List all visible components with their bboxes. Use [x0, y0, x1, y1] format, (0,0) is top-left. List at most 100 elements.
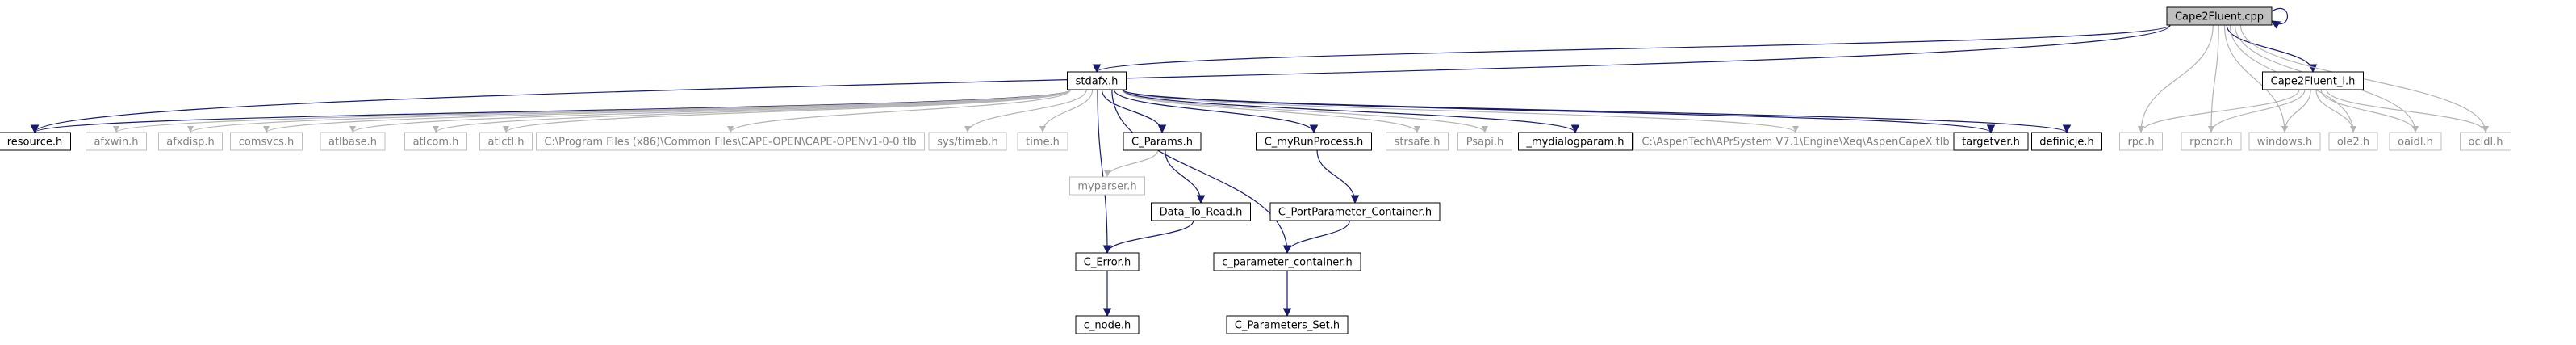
- node-box-mydialogparam_h: [1518, 132, 1633, 151]
- node-box-afxdisp_h: [158, 132, 223, 151]
- node-time_h: time.h: [1017, 132, 1068, 151]
- node-box-c_myrunprocess_h: [1256, 132, 1372, 151]
- node-targetver_h[interactable]: targetver.h: [1953, 132, 2029, 151]
- node-label-ocidl_h: ocidl.h: [2469, 137, 2503, 149]
- node-label-ole2_h: ole2.h: [2337, 137, 2369, 149]
- edge-stdafx_h-to-sys_timeb_h: [967, 89, 1087, 133]
- edge-arrowhead-cape2fluent_i_h-to-ole2_h: [2350, 126, 2356, 133]
- node-c_error_h[interactable]: C_Error.h: [1075, 252, 1140, 271]
- node-box-c_portparameter_container_h: [1269, 202, 1441, 221]
- edge-stdafx_h-to-definicje_h: [1122, 89, 2071, 134]
- edge-stdafx_h-to-afxdisp_h: [190, 89, 1072, 133]
- node-label-mydialogparam_h: _mydialogparam.h: [1525, 137, 1624, 149]
- edge-cape2fluent_cpp-to-stdafx_h: [1093, 24, 2171, 74]
- node-atlctl_h: atlctl.h: [479, 132, 533, 151]
- node-c_parameters_set_h[interactable]: C_Parameters_Set.h: [1226, 315, 1349, 334]
- edge-cape2fluent_i_h-to-rpcndr_h: [2210, 89, 2306, 133]
- node-label-stdafx_h: stdafx.h: [1076, 76, 1119, 88]
- node-box-targetver_h: [1953, 132, 2029, 151]
- node-cape2fluent_i_h[interactable]: Cape2Fluent_i.h: [2262, 71, 2364, 90]
- edge-stdafx_h-to-aspencapex_tlb: [1122, 89, 1796, 133]
- node-psapi_h: Psapi.h: [1457, 132, 1512, 151]
- node-box-windows_h: [2248, 132, 2321, 151]
- node-atlcom_h: atlcom.h: [404, 132, 467, 151]
- node-rpc_h: rpc.h: [2119, 132, 2163, 151]
- edge-stdafx_h-to-targetver_h: [1122, 89, 1996, 134]
- node-label-resource_h: resource.h: [7, 137, 63, 149]
- edge-cape2fluent_i_h-to-rpc_h: [2140, 89, 2300, 133]
- edge-c_portparameter_container_h-to-c_parameter_container_h: [1282, 220, 1350, 255]
- node-box-strsafe_h: [1386, 132, 1449, 151]
- node-box-atlcom_h: [404, 132, 467, 151]
- node-label-targetver_h: targetver.h: [1962, 137, 2020, 149]
- node-mydialogparam_h[interactable]: _mydialogparam.h: [1518, 132, 1633, 151]
- node-box-cape2fluent_i_h: [2262, 71, 2364, 90]
- node-c_node_h[interactable]: c_node.h: [1075, 315, 1140, 334]
- node-label-data_to_read_h: Data_To_Read.h: [1160, 207, 1243, 219]
- node-data_to_read_h[interactable]: Data_To_Read.h: [1151, 202, 1251, 221]
- node-stdafx_h[interactable]: stdafx.h: [1067, 71, 1127, 90]
- node-c_myrunprocess_h[interactable]: C_myRunProcess.h: [1256, 132, 1372, 151]
- node-definicje_h[interactable]: definicje.h: [2031, 132, 2102, 151]
- node-strsafe_h: strsafe.h: [1386, 132, 1449, 151]
- edge-cape2fluent_i_h-to-ole2_h: [2315, 89, 2354, 133]
- node-cape2fluent_cpp[interactable]: Cape2Fluent.cpp: [2166, 6, 2273, 26]
- edge-data_to_read_h-to-c_error_h: [1102, 220, 1194, 255]
- edge-arrowhead-stdafx_h-to-atlctl_h: [503, 126, 509, 133]
- node-box-c_parameter_container_h: [1213, 252, 1361, 271]
- edge-c_params_h-to-myparser_h: [1106, 149, 1159, 178]
- node-resource_h[interactable]: resource.h: [0, 132, 71, 151]
- node-box-resource_h: [0, 132, 71, 151]
- node-label-definicje_h: definicje.h: [2039, 137, 2093, 149]
- node-box-stdafx_h: [1067, 71, 1127, 90]
- edge-stdafx_h-to-strsafe_h: [1122, 89, 1418, 133]
- node-c_parameter_container_h[interactable]: c_parameter_container.h: [1213, 252, 1361, 271]
- node-label-strsafe_h: strsafe.h: [1395, 137, 1441, 149]
- node-label-c_parameters_set_h: C_Parameters_Set.h: [1235, 320, 1340, 332]
- edge-c_myrunprocess_h-to-c_portparameter_container_h: [1316, 149, 1360, 204]
- node-label-cape2fluent_cpp: Cape2Fluent.cpp: [2175, 11, 2264, 23]
- node-aspencapex_tlb: C:\AspenTech\APrSystem V7.1\Engine\Xeq\A…: [1633, 132, 1958, 151]
- edge-stdafx_h-to-afxwin_h: [115, 89, 1072, 133]
- node-label-time_h: time.h: [1026, 137, 1060, 149]
- edge-stdafx_h-to-c_myrunprocess_h: [1113, 89, 1319, 134]
- edge-stdafx_h-to-c_error_h: [1097, 89, 1112, 255]
- edge-arrowhead-stdafx_h-to-aspencapex_tlb: [1792, 126, 1799, 133]
- node-box-c_node_h: [1075, 315, 1140, 334]
- node-box-oaidl_h: [2389, 132, 2442, 151]
- node-label-windows_h: windows.h: [2257, 137, 2312, 149]
- edge-arrowhead-stdafx_h-to-strsafe_h: [1414, 126, 1420, 133]
- node-label-rpc_h: rpc.h: [2127, 137, 2154, 149]
- edge-stdafx_h-to-psapi_h: [1122, 89, 1486, 133]
- node-box-atlbase_h: [320, 132, 386, 151]
- edge-arrowhead-cape2fluent_i_h-to-rpcndr_h: [2208, 126, 2214, 133]
- node-box-rpcndr_h: [2181, 132, 2242, 151]
- node-label-comsvcs_h: comsvcs.h: [239, 137, 295, 149]
- node-label-oaidl_h: oaidl.h: [2398, 137, 2433, 149]
- node-sys_timeb_h: sys/timeb.h: [928, 132, 1007, 151]
- node-atlbase_h: atlbase.h: [320, 132, 386, 151]
- edge-stdafx_h-to-c_parameter_container_h: [1111, 89, 1292, 255]
- node-box-comsvcs_h: [230, 132, 303, 151]
- node-label-c_node_h: c_node.h: [1084, 320, 1131, 332]
- edge-arrowhead-stdafx_h-to-comsvcs_h: [263, 126, 270, 133]
- node-label-atlcom_h: atlcom.h: [413, 137, 459, 149]
- edge-stdafx_h-to-cape_open_tlb: [730, 89, 1072, 133]
- edge-arrowhead-stdafx_h-to-atlcom_h: [433, 126, 439, 133]
- edge-cape2fluent_i_h-to-ocidl_h: [2326, 89, 2486, 133]
- node-label-c_myrunprocess_h: C_myRunProcess.h: [1265, 137, 1364, 149]
- node-box-ole2_h: [2328, 132, 2378, 151]
- node-c_portparameter_container_h[interactable]: C_PortParameter_Container.h: [1269, 202, 1441, 221]
- edge-cape2fluent_cpp-to-cape2fluent_i_h: [2226, 24, 2318, 74]
- edge-cape2fluent_cpp-to-rpc_h: [2140, 24, 2214, 133]
- edge-stdafx_h-to-atlbase_h: [352, 89, 1072, 133]
- node-label-c_params_h: C_Params.h: [1131, 137, 1193, 149]
- node-box-ocidl_h: [2460, 132, 2511, 151]
- edge-stdafx_h-to-comsvcs_h: [266, 89, 1072, 133]
- node-c_params_h[interactable]: C_Params.h: [1123, 132, 1202, 151]
- edge-arrowhead-c_params_h-to-myparser_h: [1104, 170, 1110, 177]
- node-label-c_parameter_container_h: c_parameter_container.h: [1222, 257, 1353, 269]
- node-afxdisp_h: afxdisp.h: [158, 132, 223, 151]
- node-myparser_h: myparser.h: [1069, 176, 1145, 196]
- node-box-atlctl_h: [479, 132, 533, 151]
